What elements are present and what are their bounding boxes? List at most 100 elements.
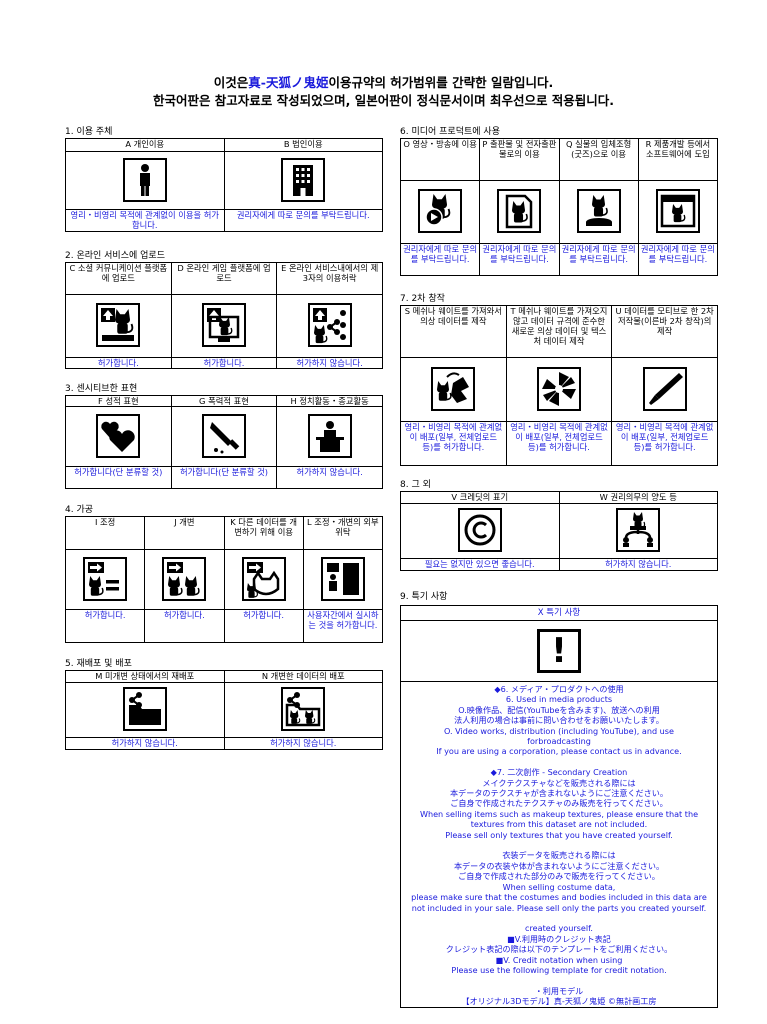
perm-v: 필요는 없지만 있으면 좋습니다. [400,558,560,571]
exclamation-icon: ! [537,629,581,673]
perm-d: 허가합니다. [170,357,278,369]
perm-e: 허가하지 않습니다. [276,357,383,369]
label-c: C 소셜 커뮤니케이션 플랫폼에 업로드 [65,262,172,295]
perm-r: 권리자에게 따로 문의를 부탁드립니다. [637,243,719,276]
label-g: G 폭력적 표현 [170,395,278,407]
section-3-sensitive: 3. 센시티브한 표현 F 성적 표현 G 폭력적 표현 H 정치활동・종교활동… [65,384,383,489]
license-table: V 크레딧의 표기 W 권리의무의 양도 등 필요는 없지만 있으면 좋습니다.… [400,491,718,571]
license-table: C 소셜 커뮤니케이션 플랫폼에 업로드 D 온라인 게임 플랫폼에 업로드 E… [65,262,383,369]
license-table: O 영상・방송에 이용 P 출판물 및 전자출판물로의 이용 Q 실물의 입체조… [399,138,719,276]
label-d: D 온라인 게임 플랫폼에 업로드 [170,262,278,295]
perm-l: 사용자간에서 실시하는 것을 허가합니다. [302,609,384,643]
upload-social-icon [96,303,141,347]
section-5-redistribution: 5. 재배포 및 배포 M 미개변 상태에서의 재배포 N 개변한 데이터의 배… [65,659,383,750]
label-i: I 조정 [64,516,146,550]
video-icon [418,189,463,233]
pen-icon [642,366,687,411]
label-h: H 정치활동・종교활동 [276,395,383,407]
figure-icon [576,189,621,233]
copyright-icon [457,508,502,552]
section-6-media-products: 6. 미디어 프로덕트에 사용 O 영상・방송에 이용 P 출판물 및 전자출판… [399,127,719,276]
section-title: 7. 2차 창작 [400,294,445,304]
outsource-icon [320,556,365,601]
share-third-party-icon [307,303,352,347]
perm-i: 허가합니다. [64,609,146,643]
perm-p: 권리자에게 따로 문의를 부탁드립니다. [479,243,560,276]
perm-c: 허가합니다. [65,357,172,369]
perm-b: 권리자에게 따로 문의를 부탁드립니다. [223,209,383,232]
upload-game-icon [201,303,246,347]
label-j: J 개변 [144,516,225,550]
label-t: T 메쉬나 웨이트를 가져오지 않고 데이터 규격에 준수한 새로운 의상 데이… [505,305,613,358]
label-q: Q 실물의 입체조형(굿즈)으로 이용 [558,138,639,181]
perm-h: 허가하지 않습니다. [276,466,383,489]
label-a: A 개인이용 [65,138,225,152]
hearts-icon [96,413,141,458]
label-v: V 크레딧의 표기 [400,491,560,504]
perm-n: 허가하지 않습니다. [223,737,383,750]
section-title: 1. 이용 주체 [65,127,113,137]
label-u: U 데이터를 모티브로 한 2차 저작물(이른바 2차 창작)의 제작 [611,305,718,358]
perm-q: 권리자에게 따로 문의를 부탁드립니다. [558,243,639,276]
section-9-title: 9. 특기 사항 [400,592,448,602]
perm-k: 허가합니다. [223,609,304,643]
adjust-icon [83,556,128,601]
section-title: 3. 센시티브한 표현 [65,384,138,394]
transfer-icon [616,508,661,552]
section-title: 6. 미디어 프로덕트에 사용 [400,127,500,137]
perm-w: 허가하지 않습니다. [558,558,718,571]
header-line-1: 이것은真-天狐ノ鬼姫이용규약의 허가범위를 간략한 일람입니다. [213,75,554,90]
license-table: A 개인이용 B 법인이용 영리・비영리 목적에 관계없이 이용을 허가합니다.… [65,138,383,232]
modify-icon [162,556,207,601]
label-f: F 성적 표현 [65,395,172,407]
section-title: 2. 온라인 서비스에 업로드 [65,251,165,261]
label-l: L 조정・개변의 외부위탁 [302,516,384,550]
license-table: F 성적 표현 G 폭력적 표현 H 정치활동・종교활동 허가합니다(단 분류할… [65,395,383,489]
label-m: M 미개변 상태에서의 재배포 [65,670,225,683]
license-table: S 메쉬나 웨이트를 가져와서 의상 데이터를 제작 T 메쉬나 웨이트를 가져… [400,305,718,466]
new-clothing-icon [536,366,581,411]
perm-f: 허가합니다(단 분류할 것) [65,466,172,489]
perm-u: 영리・비영리 목적에 관계없이 배포(일부, 전체업로드 등)를 허가합니다. [611,421,718,466]
label-w: W 권리의무의 양도 등 [558,491,718,504]
license-table: I 조정 J 개변 K 다른 데이터를 개변하기 위해 이용 L 조정・개변의 … [64,516,384,643]
building-icon [281,157,326,202]
perm-o: 권리자에게 따로 문의를 부탁드립니다. [399,243,481,276]
perm-g: 허가합니다(단 분류할 것) [170,466,278,489]
knife-icon [201,413,246,458]
software-icon [655,189,700,233]
license-table: M 미개변 상태에서의 재배포 N 개변한 데이터의 배포 허가하지 않습니다.… [65,670,383,750]
perm-m: 허가하지 않습니다. [65,737,225,750]
label-b: B 법인이용 [223,138,383,152]
person-icon [122,157,167,202]
section-9-notes: X 특기 사항 ! ◆6. メディア・プロダクトへの使用 6. Used in … [400,605,718,1008]
label-k: K 다른 데이터를 개변하기 위해 이용 [223,516,304,550]
perm-s: 영리・비영리 목적에 관계없이 배포(일부, 전체업로드 등)를 허가합니다. [400,421,507,466]
use-for-other-icon [241,556,286,601]
perm-j: 허가합니다. [144,609,225,643]
redistribute-icon [122,687,167,731]
label-e: E 온라인 서비스내에서의 제3자의 이용허락 [276,262,383,295]
label-n: N 개변한 데이터의 배포 [223,670,383,683]
notes-body: ◆6. メディア・プロダクトへの使用 6. Used in media prod… [411,684,707,1007]
section-title: 8. 그 외 [400,480,431,490]
section-8-other: 8. 그 외 V 크레딧의 표기 W 권리의무의 양도 등 필요는 없지만 있으… [400,480,718,571]
section-title: 4. 가공 [65,505,94,515]
notes-header: X 특기 사항 [401,606,717,621]
label-o: O 영상・방송에 이용 [399,138,481,181]
perm-t: 영리・비영리 목적에 관계없이 배포(일부, 전체업로드 등)를 허가합니다. [505,421,613,466]
section-title: 5. 재배포 및 배포 [65,659,132,669]
section-1-usage-subject: 1. 이용 주체 A 개인이용 B 법인이용 영리・비영리 목적에 관계없이 이… [65,127,383,232]
section-7-derivative: 7. 2차 창작 S 메쉬나 웨이트를 가져와서 의상 데이터를 제작 T 메쉬… [400,294,718,466]
distribute-modified-icon [281,687,326,731]
label-p: P 출판물 및 전자출판물로의 이용 [479,138,560,181]
section-4-processing: 4. 가공 I 조정 J 개변 K 다른 데이터를 개변하기 위해 이용 L 조… [64,505,384,643]
publication-icon [497,189,542,233]
header-line-2: 한국어판은 참고자료로 작성되었으며, 일본어판이 정식문서이며 최우선으로 적… [152,93,615,108]
podium-icon [307,413,352,458]
label-s: S 메쉬나 웨이트를 가져와서 의상 데이터를 제작 [400,305,507,358]
section-2-online-upload: 2. 온라인 서비스에 업로드 C 소셜 커뮤니케이션 플랫폼에 업로드 D 온… [65,251,383,369]
label-r: R 제품개발 등에서 소프트웨어에 도입 [637,138,719,181]
model-name: 真-天狐ノ鬼姫 [248,75,329,90]
perm-a: 영리・비영리 목적에 관계없이 이용을 허가합니다. [65,209,225,232]
